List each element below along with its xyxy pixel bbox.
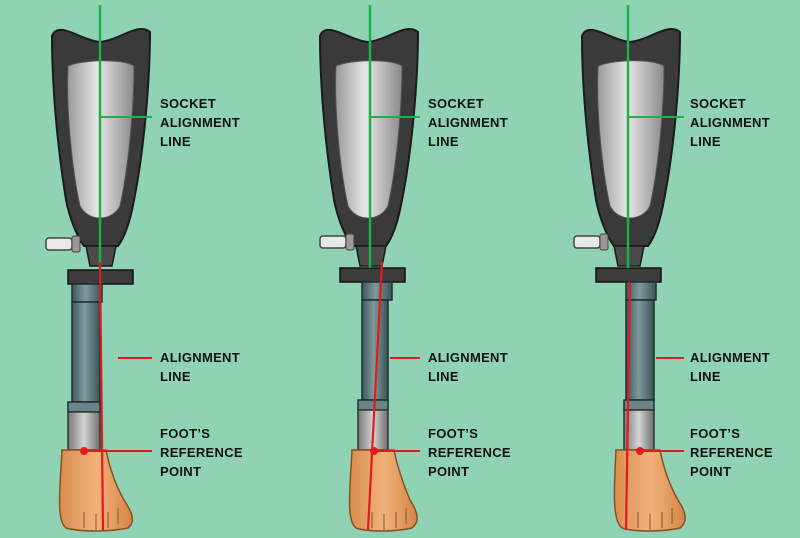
label-line: LINE (428, 369, 459, 384)
alignment-line (624, 281, 632, 531)
panel-1 (45, 5, 152, 532)
alignment-plate (595, 267, 662, 283)
foot-reference-label: FOOT’S REFERENCE POINT (428, 424, 511, 481)
socket-alignment-label: SOCKET ALIGNMENT LINE (160, 94, 240, 151)
foot-reference-point (80, 447, 88, 455)
alignment-line (366, 261, 384, 531)
label-line: SOCKET (428, 96, 484, 111)
pylon-top-adapter (71, 283, 103, 303)
label-line: POINT (690, 464, 732, 479)
pylon-tube (625, 299, 655, 401)
label-line: LINE (160, 134, 191, 149)
label-line: ALIGNMENT (690, 350, 770, 365)
label-line: POINT (428, 464, 470, 479)
pylon-top-adapter (361, 281, 393, 301)
socket-valve (573, 235, 601, 249)
socket-valve (45, 237, 73, 251)
socket-valve (319, 235, 347, 249)
socket-alignment-label: SOCKET ALIGNMENT LINE (428, 94, 508, 151)
foot-reference-point (370, 447, 378, 455)
label-line: ALIGNMENT (160, 350, 240, 365)
label-line: REFERENCE (690, 445, 773, 460)
pylon-lower-adapter (623, 409, 655, 451)
label-line: SOCKET (160, 96, 216, 111)
label-line: ALIGNMENT (428, 115, 508, 130)
label-line: REFERENCE (160, 445, 243, 460)
label-line: LINE (690, 369, 721, 384)
label-line: LINE (428, 134, 459, 149)
label-line: POINT (160, 464, 202, 479)
alignment-line-label: ALIGNMENT LINE (690, 348, 770, 386)
pylon-clamp (357, 399, 389, 411)
foot-reference-label: FOOT’S REFERENCE POINT (690, 424, 773, 481)
panel-2 (318, 5, 420, 532)
panel-3 (573, 5, 686, 532)
prosthetic-foot (348, 449, 418, 532)
prosthetic-leg (45, 28, 152, 532)
pylon-clamp (67, 401, 101, 413)
label-line: ALIGNMENT (428, 350, 508, 365)
label-line: FOOT’S (690, 426, 741, 441)
pylon-tube (71, 301, 101, 403)
prosthetic-foot (58, 449, 134, 532)
label-line: FOOT’S (160, 426, 211, 441)
alignment-plate (339, 267, 406, 283)
prosthetic-leg (573, 28, 686, 532)
alignment-line-label: ALIGNMENT LINE (160, 348, 240, 386)
socket-liner (597, 60, 665, 219)
label-line: SOCKET (690, 96, 746, 111)
label-line: ALIGNMENT (690, 115, 770, 130)
socket-alignment-label: SOCKET ALIGNMENT LINE (690, 94, 770, 151)
alignment-line (98, 261, 105, 531)
alignment-line-label: ALIGNMENT LINE (428, 348, 508, 386)
label-line: LINE (160, 369, 191, 384)
pylon-lower-adapter (67, 411, 101, 451)
label-line: LINE (690, 134, 721, 149)
label-line: FOOT’S (428, 426, 479, 441)
foot-reference-point (636, 447, 644, 455)
label-line: REFERENCE (428, 445, 511, 460)
label-line: ALIGNMENT (160, 115, 240, 130)
foot-reference-label: FOOT’S REFERENCE POINT (160, 424, 243, 481)
prosthetic-foot (613, 449, 686, 532)
